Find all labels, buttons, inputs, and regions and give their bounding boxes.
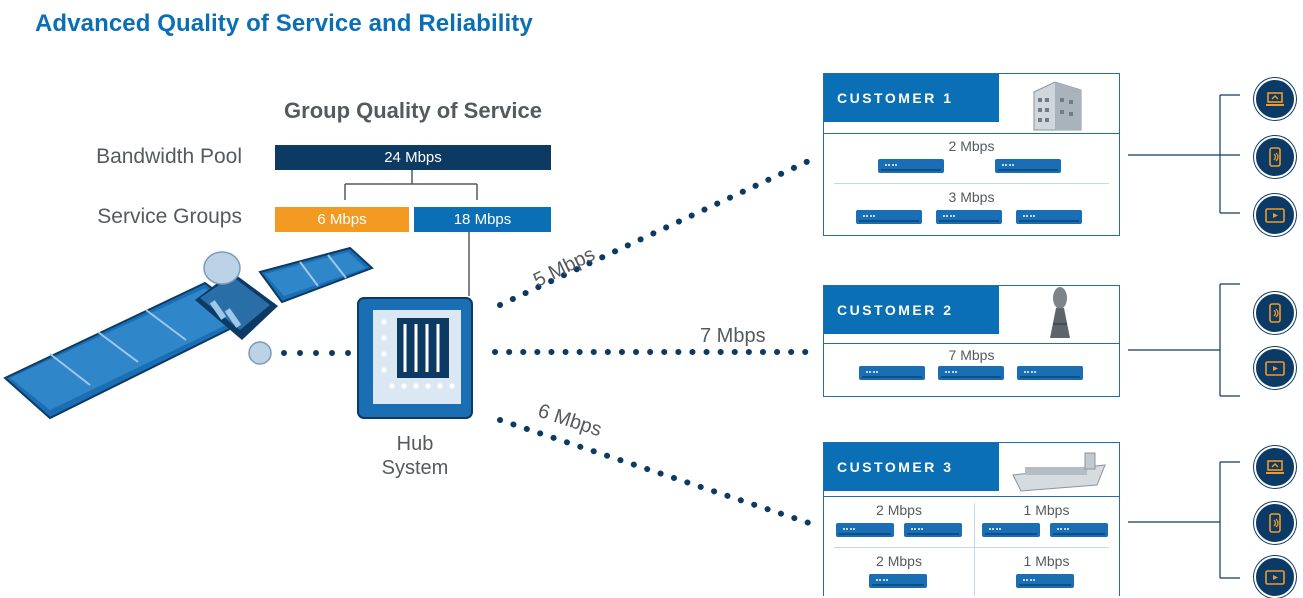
customer-1-panel: CUSTOMER 1 2 Mbps 3 Mbps: [823, 73, 1120, 236]
tablet-icon: [1254, 194, 1296, 236]
phone-icon: [1254, 502, 1296, 544]
modem-icon: [1016, 210, 1082, 224]
ship-icon: [1012, 452, 1106, 492]
page-title: Advanced Quality of Service and Reliabil…: [35, 10, 533, 37]
modem-icon: [1016, 574, 1074, 588]
modem-icon: [878, 159, 944, 173]
customer-3-cell3-label: 2 Mbps: [876, 553, 922, 569]
group-qos-heading: Group Quality of Service: [284, 98, 542, 123]
satellite-icon: [3, 246, 374, 420]
customer-3-cell2-label: 1 Mbps: [1023, 502, 1070, 518]
customer-3-header: CUSTOMER 3: [824, 443, 999, 491]
tablet-icon: [1254, 556, 1296, 598]
laptop-icon: [1254, 446, 1296, 488]
dotted-link-customer3: [497, 417, 818, 528]
customer-2-header: CUSTOMER 2: [824, 286, 999, 334]
customer-2-row1-label: 7 Mbps: [948, 347, 995, 363]
hub-label: Hub System: [370, 432, 460, 480]
customer-3-panel: CUSTOMER 3 2 Mbps 1 Mbps 2 Mbps 1 Mbps: [823, 442, 1120, 596]
bandwidth-pool-label: Bandwidth Pool: [96, 145, 242, 168]
phone-icon: [1254, 136, 1296, 178]
dotted-link-customer1: [497, 155, 818, 308]
modem-icon: [869, 574, 927, 588]
modem-icon: [904, 523, 962, 537]
modem-icon: [1050, 523, 1108, 537]
dotted-link-satellite-hub: [281, 350, 351, 356]
phone-icon: [1254, 292, 1296, 334]
laptop-icon: [1254, 78, 1296, 120]
modem-icon: [856, 210, 922, 224]
customer-1-row1-label: 2 Mbps: [948, 138, 995, 154]
modem-icon: [995, 159, 1061, 173]
customer-2-panel: CUSTOMER 2 7 Mbps: [823, 285, 1120, 397]
service-groups-label: Service Groups: [97, 205, 242, 228]
customer-1-row2-label: 3 Mbps: [948, 189, 995, 205]
service-group-bar-2: 18 Mbps: [414, 207, 551, 232]
customer-3-cell1-label: 2 Mbps: [876, 502, 922, 518]
bandwidth-pool-bar: 24 Mbps: [275, 145, 551, 170]
building-icon: [1033, 81, 1082, 131]
hub-icon: [357, 297, 473, 419]
modem-icon: [859, 366, 925, 380]
tower-icon: [1050, 287, 1070, 338]
modem-icon: [836, 523, 894, 537]
hub-label-line2: System: [381, 457, 449, 479]
modem-icon: [936, 210, 1002, 224]
customer-3-cell4-label: 1 Mbps: [1023, 553, 1070, 569]
modem-icon: [1017, 366, 1083, 380]
customer-1-header: CUSTOMER 1: [824, 74, 999, 122]
hub-label-line1: Hub: [396, 433, 434, 455]
modem-icon: [938, 366, 1004, 380]
modem-icon: [982, 523, 1040, 537]
service-group-bar-1: 6 Mbps: [275, 207, 409, 232]
tablet-icon: [1254, 347, 1296, 389]
link-speed-customer2: 7 Mbps: [700, 325, 766, 347]
